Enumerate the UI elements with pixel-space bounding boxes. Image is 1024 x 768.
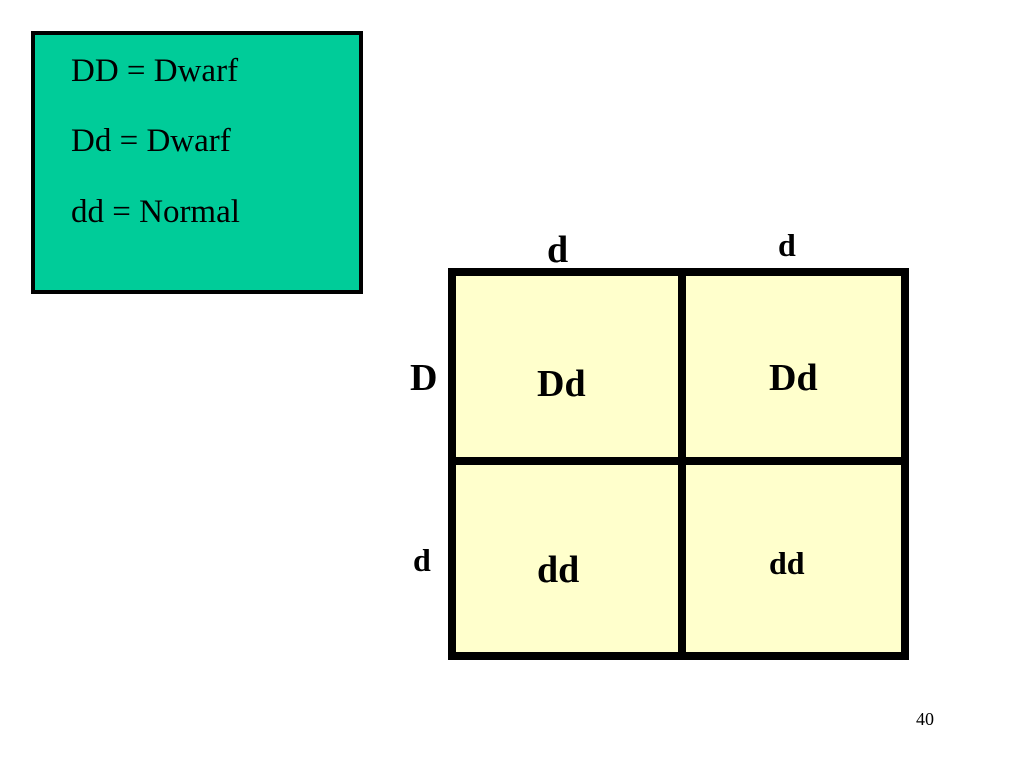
punnett-cell-r1c2-label: Dd [769,357,818,399]
left-allele-1: D [410,357,438,399]
genotype-legend-box: DD = Dwarf Dd = Dwarf dd = Normal [31,31,363,294]
top-allele-1: d [547,229,569,271]
legend-item-DD: DD = Dwarf [71,53,239,89]
punnett-cell-r1c2: Dd [686,276,901,457]
punnett-cell-r2c1: dd [456,465,678,652]
punnett-cell-r2c2: dd [686,465,901,652]
page-number: 40 [916,709,934,729]
punnett-cell-r2c2-label: dd [769,545,805,581]
punnett-cell-r1c1-label: Dd [537,363,586,405]
left-allele-2: d [413,542,431,578]
punnett-cell-r2c1-label: dd [537,549,580,591]
legend-item-dd: dd = Normal [71,194,240,230]
punnett-cell-r1c1: Dd [456,276,678,457]
top-allele-2: d [778,227,796,263]
punnett-square: Dd Dd dd dd [448,268,909,660]
legend-item-Dd: Dd = Dwarf [71,123,231,159]
